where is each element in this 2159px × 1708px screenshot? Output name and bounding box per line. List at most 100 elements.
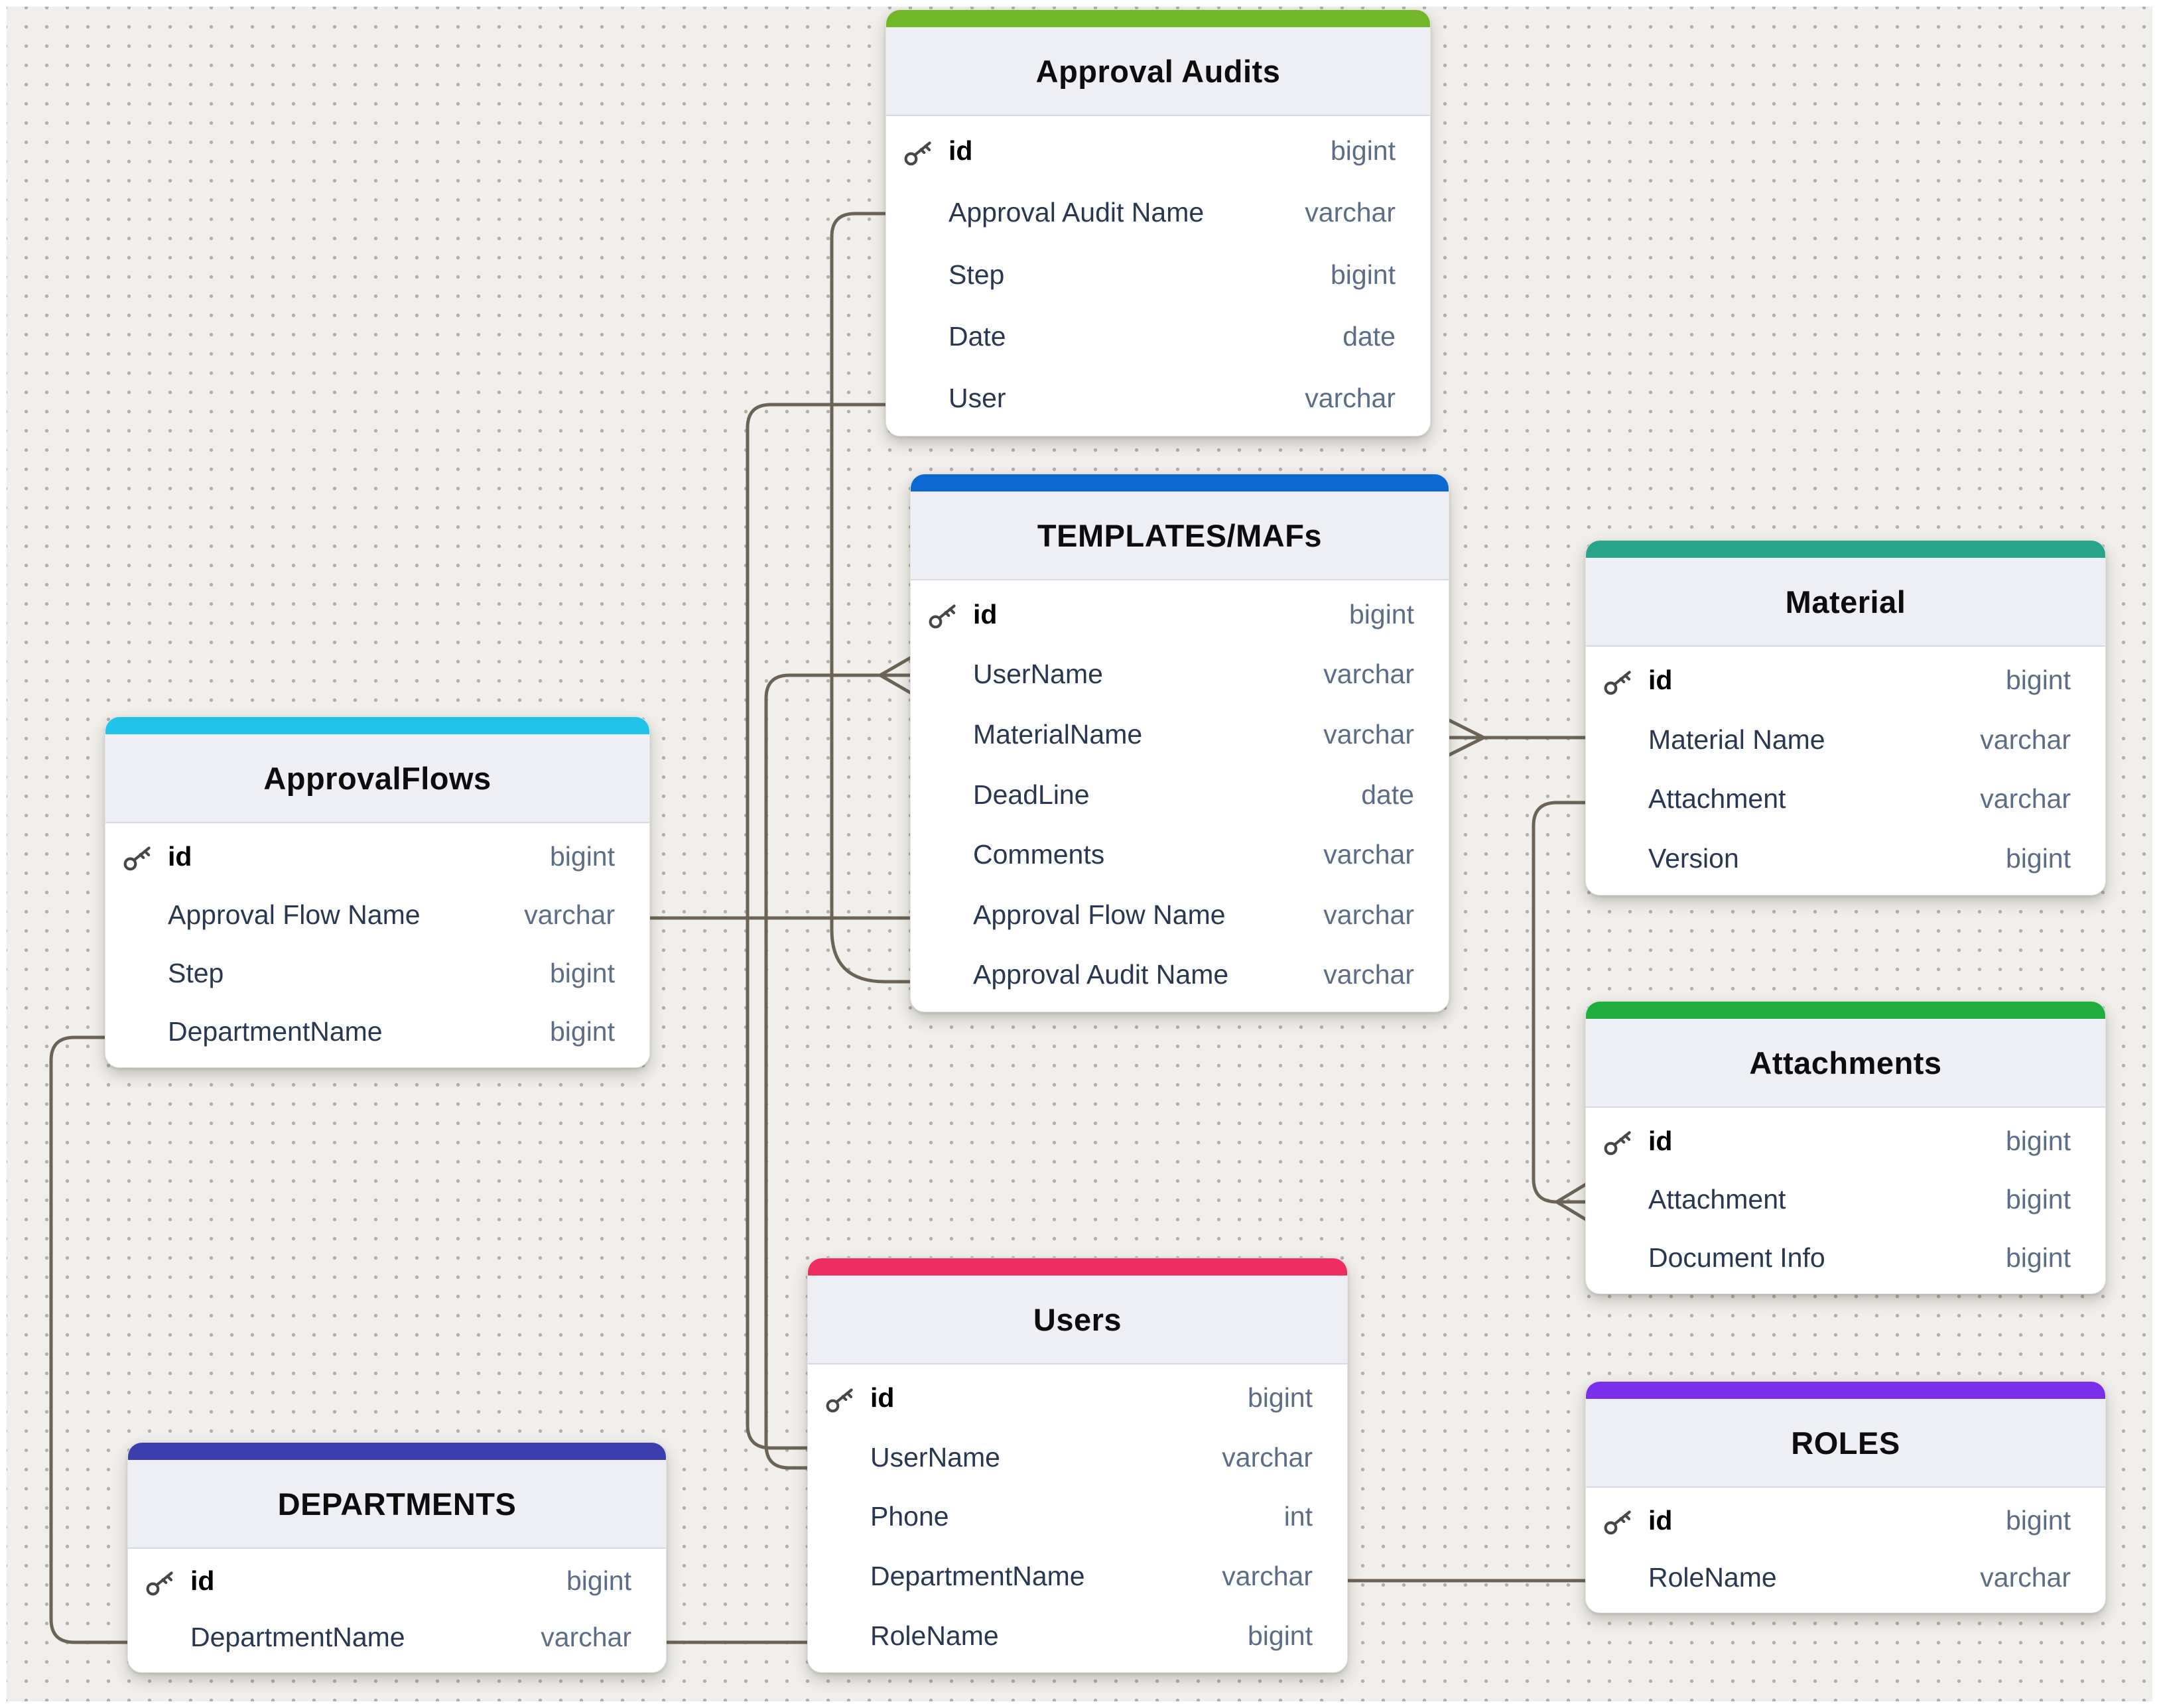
table-title: ApprovalFlows (263, 760, 491, 796)
field-row: id bigint (911, 584, 1449, 645)
field-name: Material Name (1648, 724, 1825, 755)
crow-foot-icon (1555, 1183, 1587, 1221)
table-accent-bar (1586, 541, 2105, 558)
key-icon (928, 598, 961, 631)
field-type: date (1342, 320, 1396, 352)
field-row: Date date (886, 306, 1430, 367)
field-type: bigint (1348, 598, 1414, 629)
field-row: id bigint (1586, 1112, 2105, 1170)
field-name: Phone (870, 1501, 949, 1532)
field-type: varchar (1222, 1561, 1313, 1592)
field-name: Approval Flow Name (168, 899, 421, 930)
field-type: bigint (549, 840, 615, 872)
table-accent-bar (105, 717, 649, 734)
field-type: varchar (1323, 659, 1414, 690)
field-type: bigint (2005, 665, 2071, 696)
table-accent-bar (911, 474, 1449, 492)
table-accent-bar (128, 1443, 666, 1460)
field-type: bigint (566, 1565, 631, 1596)
table-accent-bar (1586, 1382, 2105, 1399)
field-name: DepartmentName (168, 1016, 383, 1047)
field-name: id (1648, 1125, 1673, 1156)
field-row: Step bigint (105, 944, 649, 1002)
key-icon (145, 1565, 178, 1598)
relation-approvalflows-departments[interactable] (49, 1035, 129, 1644)
field-name: DepartmentName (870, 1561, 1085, 1592)
field-name: User (949, 382, 1006, 413)
field-name: Comments (973, 839, 1105, 870)
field-type: bigint (2005, 1125, 2071, 1156)
field-name: id (973, 598, 998, 629)
field-name: DeadLine (973, 779, 1090, 810)
field-name: Step (168, 957, 224, 988)
field-row: id bigint (1586, 1492, 2105, 1549)
table-title: Approval Audits (1035, 53, 1281, 89)
field-name: id (190, 1565, 215, 1596)
field-row: UserName varchar (911, 645, 1449, 705)
field-type: varchar (1980, 724, 2071, 755)
key-icon (903, 135, 937, 168)
table-title: TEMPLATES/MAFs (1037, 517, 1323, 553)
field-type: bigint (549, 957, 615, 988)
table-title: Users (1033, 1301, 1122, 1337)
field-row: id bigint (128, 1553, 666, 1609)
table-accent-bar (1586, 1002, 2105, 1019)
field-name: Document Info (1648, 1242, 1825, 1273)
field-type: bigint (1247, 1382, 1313, 1413)
field-type: varchar (541, 1622, 631, 1652)
field-row: Document Info bigint (1586, 1228, 2105, 1287)
key-icon (1603, 1504, 1636, 1537)
crow-foot-icon (1447, 718, 1486, 757)
field-name: UserName (973, 659, 1103, 690)
field-type: bigint (1330, 135, 1396, 166)
field-row: DepartmentName bigint (105, 1002, 649, 1061)
table-accent-bar (886, 10, 1430, 27)
field-type: bigint (2005, 1242, 2071, 1273)
field-row: id bigint (1586, 651, 2105, 710)
field-name: Version (1648, 842, 1739, 874)
field-row: id bigint (105, 827, 649, 886)
relation-templates-material[interactable] (1447, 718, 1587, 757)
field-name: Approval Flow Name (973, 899, 1226, 930)
field-name: id (1648, 665, 1673, 696)
table-approval-flows[interactable]: ApprovalFlows id bigint Approval Flow Na… (105, 716, 650, 1068)
field-type: varchar (1323, 959, 1414, 990)
field-type: varchar (1980, 783, 2071, 815)
field-row: id bigint (808, 1368, 1347, 1428)
table-templates-mafs[interactable]: TEMPLATES/MAFs id bigint UserName varchar… (910, 474, 1449, 1012)
relation-approvalaudits-templates[interactable] (830, 212, 912, 984)
relation-material-attachments[interactable] (1532, 801, 1587, 1221)
field-name: RoleName (1648, 1561, 1777, 1593)
field-name: DepartmentName (190, 1622, 405, 1652)
table-approval-audits[interactable]: Approval Audits id bigint Approval Audit… (885, 9, 1431, 436)
relation-approvalaudits-users[interactable] (746, 403, 887, 1450)
field-type: bigint (549, 1016, 615, 1047)
relation-templates-users[interactable] (764, 656, 912, 1470)
field-type: date (1361, 779, 1414, 810)
field-type: varchar (1305, 382, 1396, 413)
field-name: id (168, 840, 192, 872)
field-name: id (1648, 1504, 1673, 1536)
field-name: Approval Audit Name (949, 197, 1205, 228)
field-name: MaterialName (973, 718, 1143, 750)
crow-foot-icon (878, 656, 912, 694)
field-type: bigint (1330, 259, 1396, 290)
field-name: RoleName (870, 1620, 999, 1651)
field-name: Date (949, 320, 1006, 352)
key-icon (825, 1382, 858, 1415)
field-name: Attachment (1648, 1183, 1786, 1215)
key-icon (123, 840, 156, 873)
